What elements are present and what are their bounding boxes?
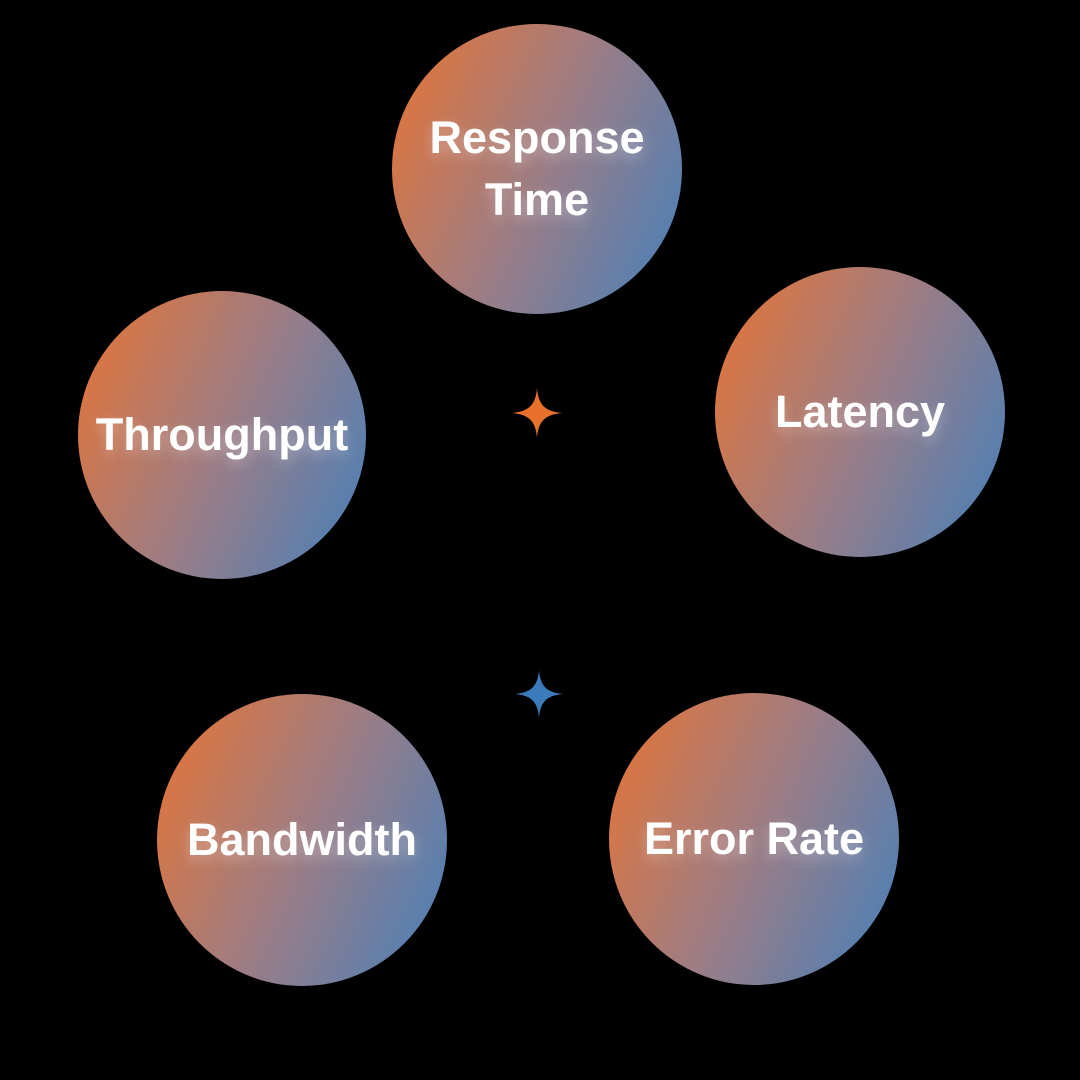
node-label: Bandwidth xyxy=(187,813,417,865)
node-label: Response Time xyxy=(429,107,644,231)
node-response-time: Response Time xyxy=(392,24,682,314)
node-label: Error Rate xyxy=(643,812,865,864)
node-throughput: Throughput xyxy=(78,291,366,579)
node-label: Latency xyxy=(774,385,946,437)
sparkle-orange-icon xyxy=(512,388,562,438)
sparkle-blue-icon xyxy=(515,670,563,718)
node-error-rate: Error Rate xyxy=(609,693,899,985)
sparkle-blue-shape xyxy=(515,670,563,718)
node-bandwidth: Bandwidth xyxy=(157,694,447,986)
sparkle-orange-shape xyxy=(512,388,562,438)
node-label-line: Time xyxy=(484,174,590,225)
node-label-line: Response xyxy=(429,111,645,163)
node-label: Throughput xyxy=(95,408,349,460)
node-latency: Latency xyxy=(715,267,1005,557)
